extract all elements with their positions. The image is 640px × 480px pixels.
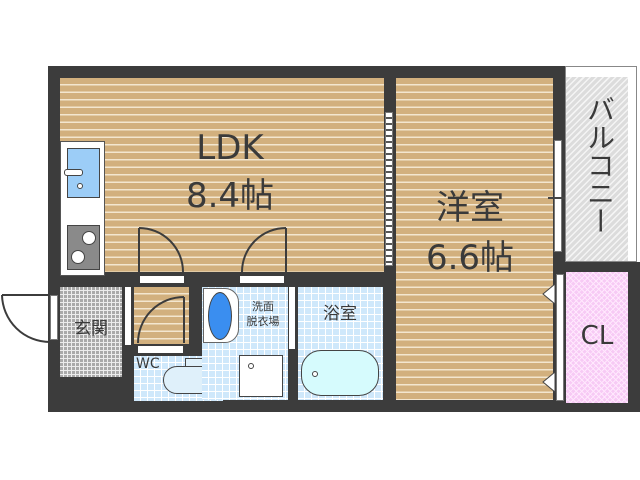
- room-ldk: [60, 78, 384, 272]
- room-label-balcony: バルコニー: [583, 95, 616, 235]
- room-size-ldk: 8.4帖: [185, 176, 275, 216]
- door-ldk-left[interactable]: [140, 276, 184, 283]
- room-label-washroom-1: 洗面: [252, 300, 274, 313]
- washbasin: [208, 292, 232, 340]
- window-mark: [548, 197, 568, 199]
- door-wc[interactable]: [138, 346, 183, 353]
- room-western: [396, 78, 553, 400]
- room-label-closet: CL: [580, 321, 614, 351]
- closet-door[interactable]: [556, 274, 564, 401]
- burner-icon: [82, 231, 96, 245]
- door-ldk-right[interactable]: [240, 276, 284, 283]
- hall-door-frame: [125, 287, 131, 345]
- room-closet: [566, 272, 628, 403]
- room-balcony: [566, 77, 628, 261]
- bathtub-drain-icon: [312, 371, 318, 377]
- burner-icon: [71, 250, 85, 264]
- room-label-ldk: LDK: [196, 128, 264, 168]
- front-door-swing-icon: [1, 294, 51, 343]
- washing-machine-dial-icon: [248, 363, 254, 369]
- door-swing-icon: [138, 227, 287, 273]
- sliding-partition[interactable]: [385, 112, 393, 266]
- room-label-toilet: WC: [136, 356, 160, 372]
- closet-door-arrow-icon: [542, 282, 556, 394]
- room-label-western: 洋室: [436, 188, 504, 228]
- room-label-washroom-2: 脱衣場: [246, 315, 280, 328]
- room-entrance: [60, 287, 122, 377]
- room-size-western: 6.6帖: [425, 238, 515, 278]
- drain-icon: [77, 183, 83, 189]
- door-swing-icon: [137, 296, 185, 344]
- washing-machine: [239, 355, 283, 397]
- bathroom-door[interactable]: [289, 287, 295, 349]
- room-label-bathroom: 浴室: [323, 304, 357, 324]
- room-label-entrance: 玄関: [74, 319, 108, 339]
- balcony-window[interactable]: [554, 140, 562, 252]
- front-door[interactable]: [50, 295, 58, 340]
- faucet-icon: [64, 169, 83, 176]
